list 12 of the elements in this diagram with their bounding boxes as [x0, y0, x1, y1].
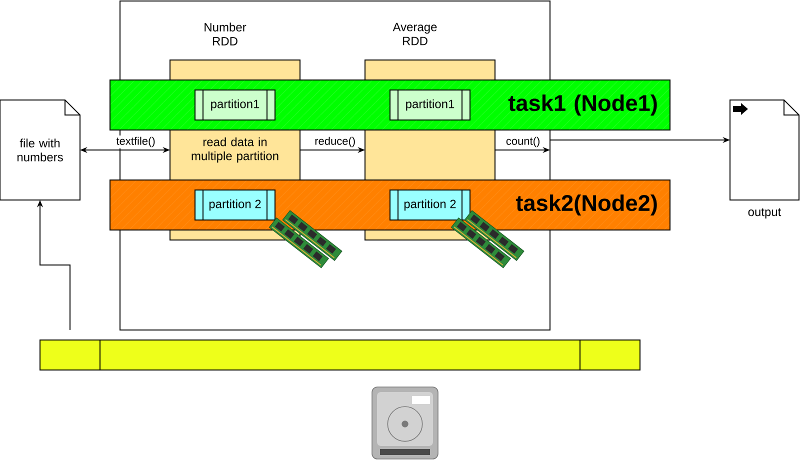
box-heading: Average RDD	[392, 22, 437, 46]
box-text: read data in multiple partition	[192, 137, 278, 163]
document-caption: output	[748, 208, 782, 218]
edge-label: reduce()	[313, 135, 357, 148]
box-heading: Number RDD	[204, 22, 246, 46]
partition-box: partition 2	[194, 190, 276, 220]
partition-box: partition1	[194, 90, 276, 120]
partition-box: partition 2	[390, 190, 470, 220]
edge-label: textfile()	[114, 135, 157, 148]
edge-label: count()	[504, 135, 542, 148]
segmented-bar	[40, 340, 640, 370]
partition-box: partition1	[390, 90, 470, 120]
